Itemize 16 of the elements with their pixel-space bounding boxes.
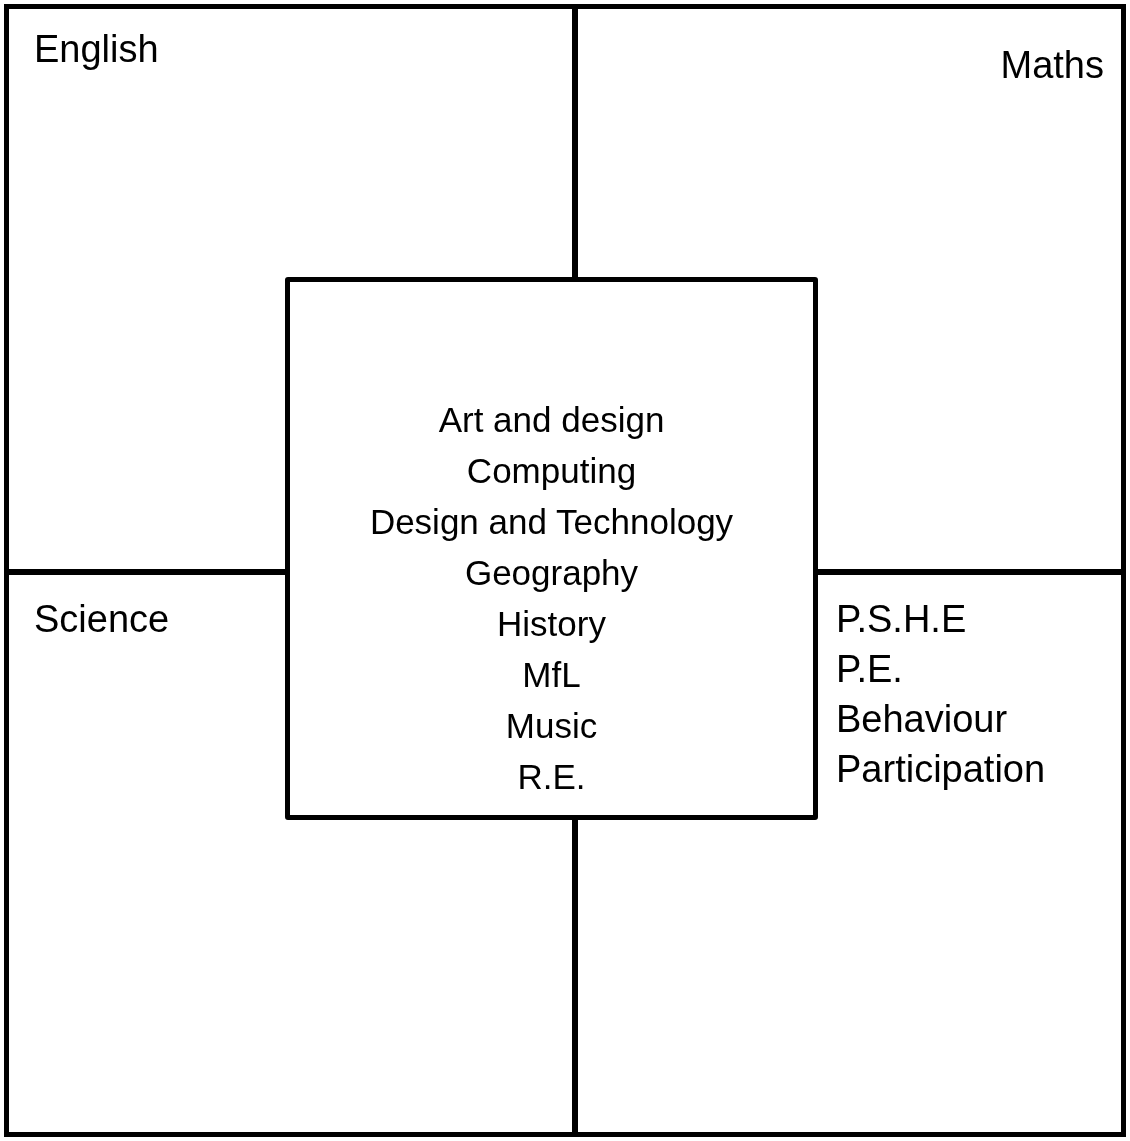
subject-label: Music: [505, 705, 598, 747]
subject-label: P.E.: [836, 647, 903, 692]
subject-label: Geography: [464, 552, 639, 594]
subject-label: Computing: [466, 450, 637, 492]
subject-label: Participation: [836, 747, 1046, 792]
subject-label: Design and Technology: [369, 501, 734, 543]
subject-label: MfL: [522, 654, 581, 696]
subject-label: History: [497, 603, 606, 645]
subject-label: Maths: [1000, 43, 1104, 88]
subject-label: P.S.H.E: [836, 597, 967, 642]
center-box: [285, 277, 818, 820]
subject-label: Art and design: [438, 399, 665, 441]
subject-label: English: [34, 27, 159, 72]
subject-label: Science: [34, 597, 170, 642]
subject-label: Behaviour: [836, 697, 1008, 742]
subject-label: R.E.: [517, 756, 586, 798]
